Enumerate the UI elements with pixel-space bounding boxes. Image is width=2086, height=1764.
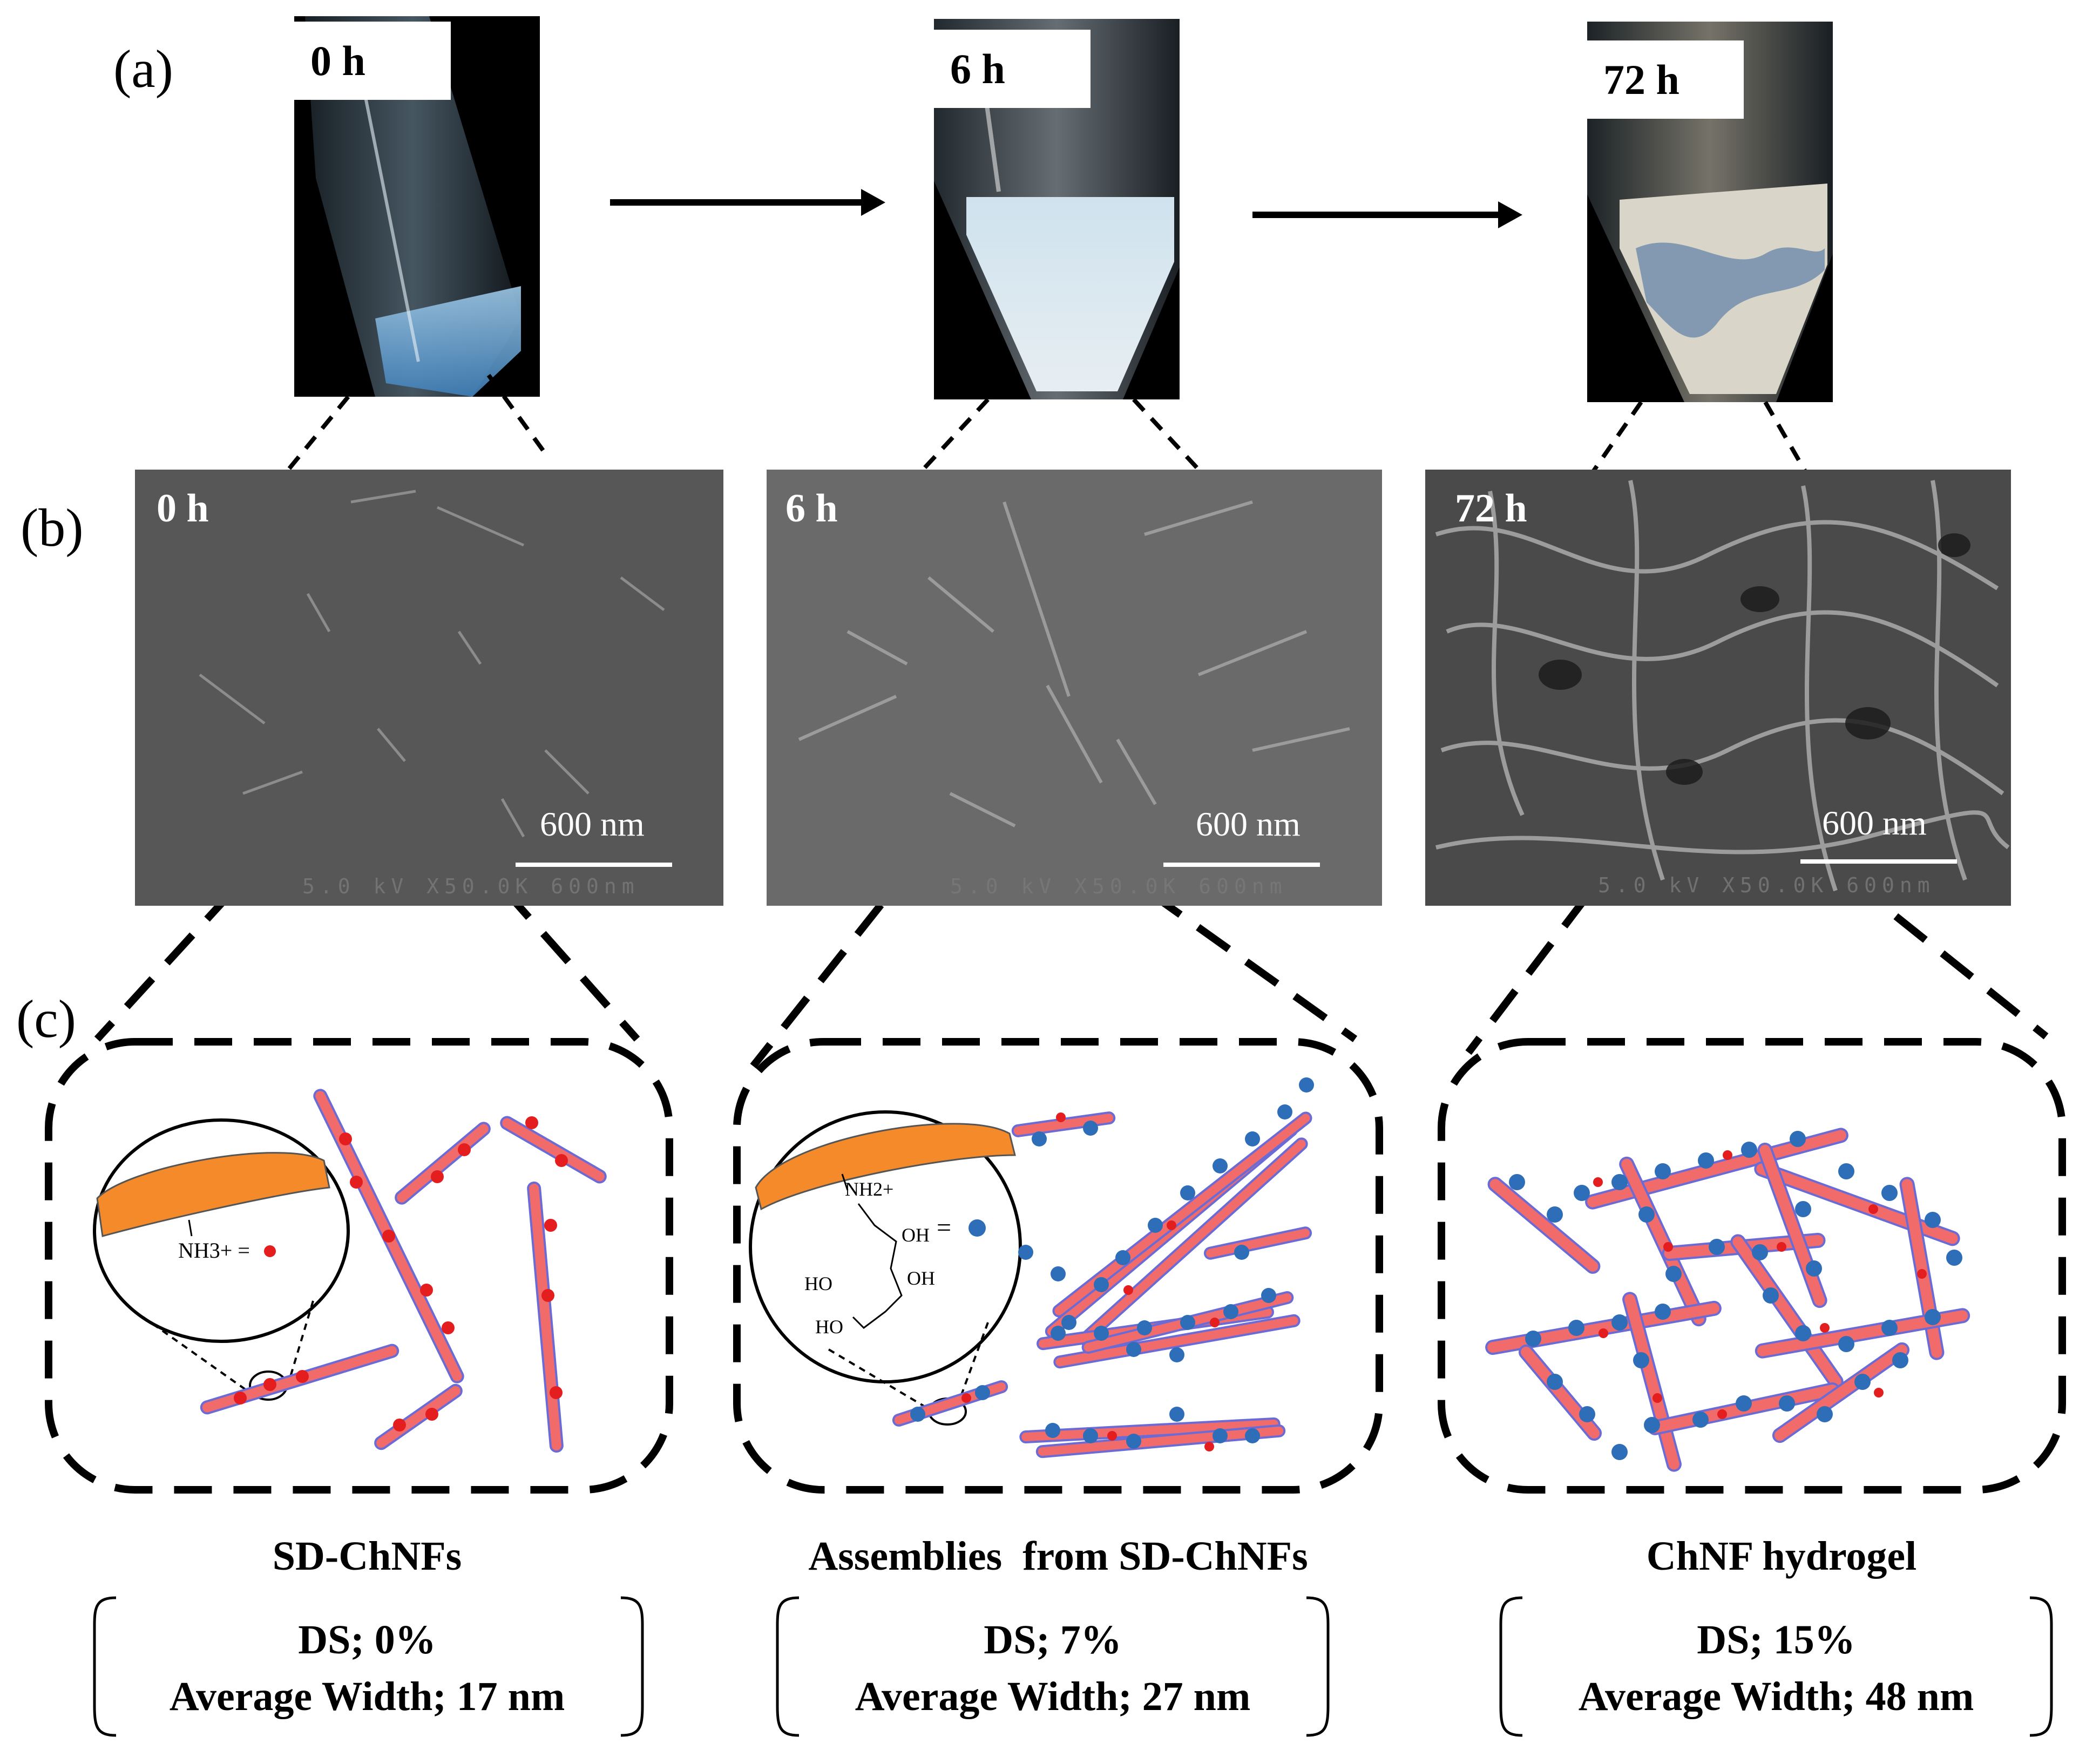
- inset-group-oh-1: OH: [902, 1224, 930, 1246]
- sem-72h-fibers: [1425, 470, 2011, 906]
- inset-group-ho-1: HO: [804, 1273, 832, 1294]
- blue-markers-stage2: [910, 1077, 1314, 1449]
- scale-bar-label-0h: 600 nm: [540, 805, 645, 843]
- vial-photo-72h: 72 h: [1587, 22, 1833, 402]
- stage-title-sd-chnfs: SD-ChNFs: [272, 1534, 462, 1579]
- sem-0h-fibers: [135, 470, 723, 906]
- schematic-sd-chnfs: NH3+ =: [93, 1089, 607, 1453]
- sem-6h-fibers: [767, 470, 1382, 906]
- inset-group-ho-2: HO: [815, 1316, 843, 1338]
- inset-group-oh-2: OH: [907, 1267, 935, 1289]
- vial-0h-illustration: [305, 16, 521, 397]
- stage-title-assemblies: Assemblies from SD-ChNFs: [808, 1534, 1308, 1579]
- panel-letter-b: (b): [21, 498, 84, 558]
- red-markers-stage3: [1593, 1150, 1927, 1419]
- ds-value-stage2: DS; 7%: [984, 1617, 1122, 1663]
- avg-width-stage1: Average Width; 17 nm: [169, 1674, 565, 1719]
- avg-width-stage3: Average Width; 48 nm: [1578, 1674, 1974, 1719]
- scale-bar-72h: [1800, 859, 1957, 864]
- red-marker: [264, 1245, 276, 1257]
- photo-time-label-6h: 6 h: [934, 30, 1091, 108]
- ds-value-stage3: DS; 15%: [1697, 1617, 1855, 1663]
- sem-time-label-72h: 72 h: [1455, 486, 1527, 531]
- scale-bar-6h: [1163, 863, 1320, 867]
- inset-label-nh3: NH3+ =: [178, 1238, 250, 1263]
- sem-info-0h: 5.0 kV X50.0K 600nm: [302, 874, 640, 898]
- sem-time-label-0h: 0 h: [157, 486, 209, 531]
- vial-6h-illustration: [934, 19, 1180, 399]
- schematic-assemblies: NH2+ OH HO OH HO =: [749, 1077, 1314, 1458]
- vial-photo-0h: 0 h: [294, 16, 540, 397]
- scale-bar-0h: [516, 863, 672, 867]
- scale-bar-label-6h: 600 nm: [1196, 805, 1301, 843]
- schematic-hydrogel-network: [1485, 1128, 1970, 1472]
- ds-value-stage1: DS; 0%: [298, 1617, 436, 1663]
- inset-label-nh2: NH2+: [845, 1178, 893, 1200]
- sem-info-72h: 5.0 kV X50.0K 600nm: [1598, 873, 1935, 897]
- blue-markers-stage3: [1509, 1131, 1962, 1460]
- sem-info-6h: 5.0 kV X50.0K 600nm: [950, 874, 1288, 898]
- photo-time-label-72h: 72 h: [1587, 40, 1744, 119]
- sem-time-label-6h: 6 h: [785, 486, 838, 531]
- panel-letter-a: (a): [113, 39, 173, 99]
- red-markers-stage1: [234, 1116, 568, 1431]
- fiber-bundles-stage2: [892, 1111, 1312, 1458]
- red-markers-stage2: [961, 1112, 1220, 1451]
- photo-time-label-0h: 0 h: [294, 22, 451, 100]
- sem-image-72h: 72 h 600 nm 5.0 kV X50.0K 600nm: [1425, 470, 2011, 906]
- sem-image-6h: 6 h 600 nm 5.0 kV X50.0K 600nm: [767, 470, 1382, 906]
- vial-photo-6h: 6 h: [934, 19, 1180, 399]
- blue-marker: [968, 1219, 986, 1237]
- sem-image-0h: 0 h 600 nm 5.0 kV X50.0K 600nm: [135, 470, 723, 906]
- inset-circle-nh3: NH3+ =: [93, 1118, 350, 1401]
- svg-text:=: =: [937, 1213, 951, 1242]
- stage-title-hydrogel: ChNF hydrogel: [1646, 1534, 1917, 1579]
- inset-circle-nh2: NH2+ OH HO OH HO =: [749, 1110, 1022, 1426]
- scale-bar-label-72h: 600 nm: [1822, 804, 1927, 842]
- avg-width-stage2: Average Width; 27 nm: [855, 1674, 1251, 1719]
